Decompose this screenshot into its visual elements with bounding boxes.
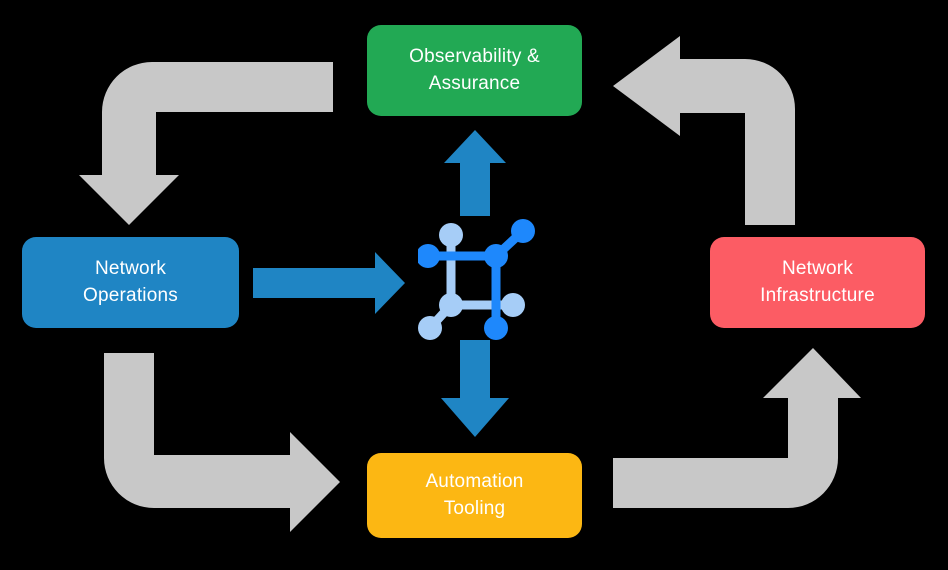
node-label-operations: Network Operations xyxy=(83,256,178,308)
node-label-line2: Operations xyxy=(83,284,178,306)
node-label-automation: Automation Tooling xyxy=(425,469,523,521)
arrow-operations-to-automation xyxy=(104,353,340,532)
node-label-line1: Network xyxy=(94,258,167,280)
node-label-observability: Observability & Assurance xyxy=(409,44,540,96)
arrow-center-to-observability xyxy=(444,130,506,216)
arrow-observability-to-operations xyxy=(79,62,333,225)
node-box-automation[interactable]: Automation Tooling xyxy=(367,453,582,538)
node-box-infrastructure[interactable]: Network Infrastructure xyxy=(710,237,925,328)
arrow-center-to-automation xyxy=(441,340,509,437)
node-box-operations[interactable]: Network Operations xyxy=(22,237,239,328)
arrow-observability-to-operations-cap xyxy=(152,62,333,112)
node-label-line1: Observability & xyxy=(409,46,540,68)
network-topology-icon xyxy=(416,218,543,343)
arrow-automation-to-infrastructure xyxy=(613,348,861,508)
node-label-infrastructure: Network Infrastructure xyxy=(760,256,875,308)
node-label-line2: Assurance xyxy=(428,72,521,94)
node-label-line1: Automation xyxy=(425,471,524,493)
node-label-line2: Tooling xyxy=(443,497,506,519)
node-box-observability[interactable]: Observability & Assurance xyxy=(367,25,582,116)
node-label-line1: Network xyxy=(781,258,854,280)
arrow-infrastructure-to-observability xyxy=(613,36,795,225)
arrow-operations-to-center xyxy=(253,252,405,314)
topology-nodes xyxy=(416,219,535,340)
node-label-line2: Infrastructure xyxy=(760,284,875,306)
